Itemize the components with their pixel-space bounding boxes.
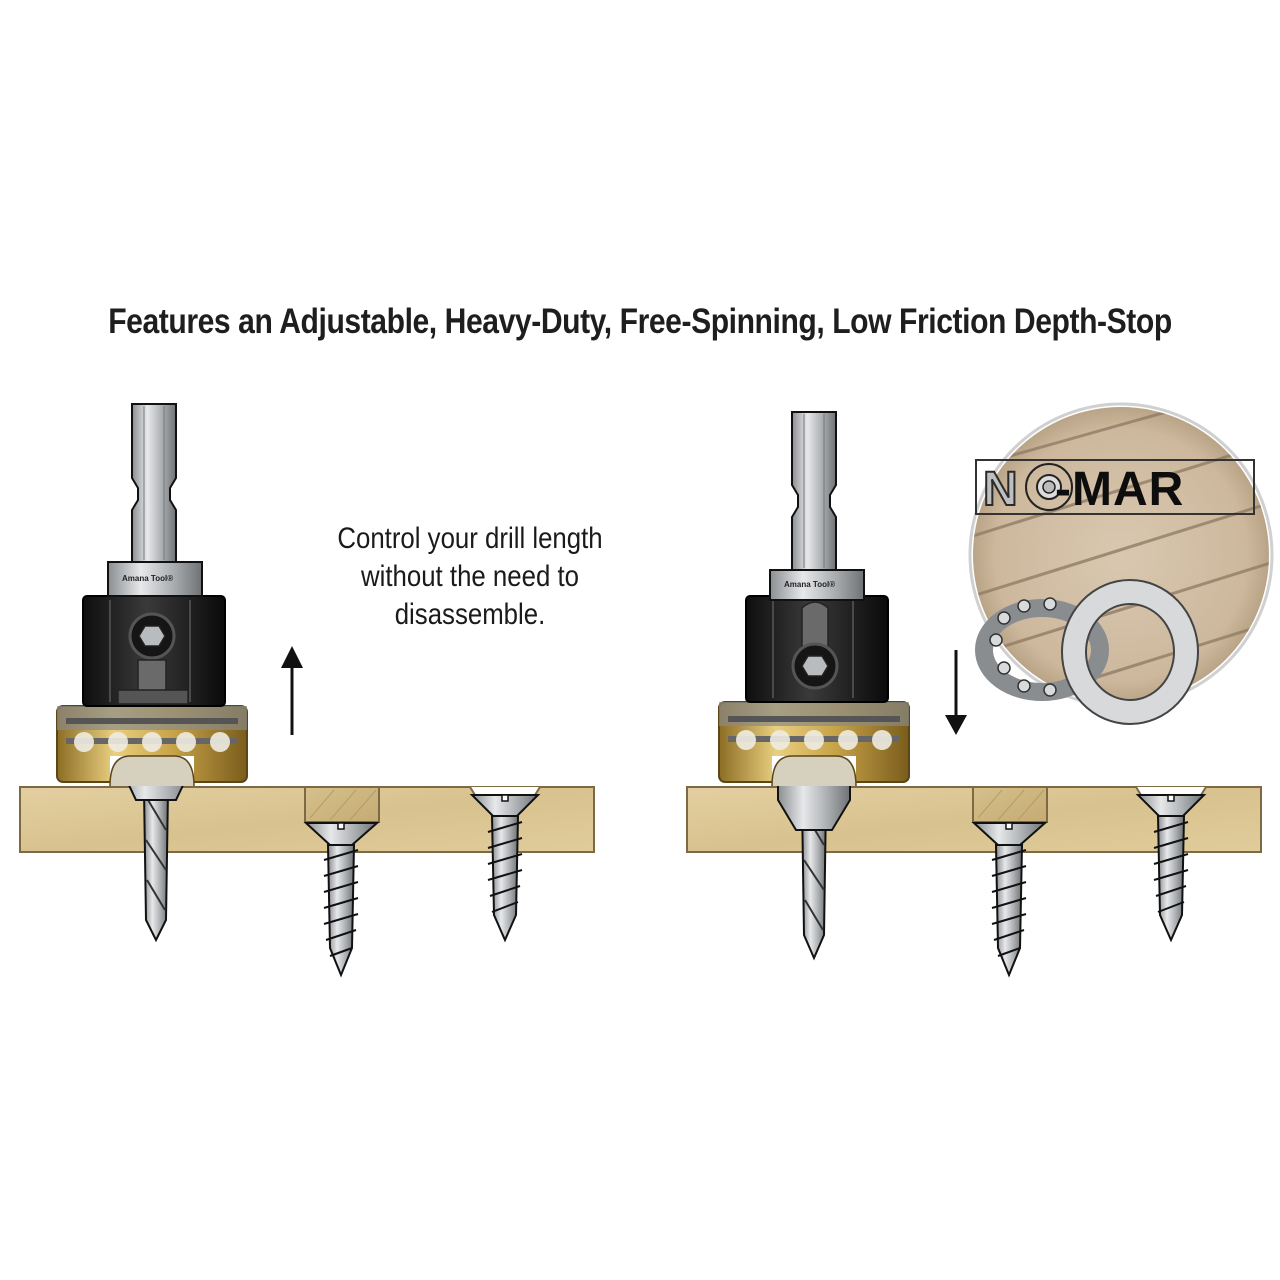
black-collar — [745, 595, 889, 703]
caption-line: disassemble. — [394, 598, 546, 631]
caption: Control your drill length without the ne… — [315, 520, 625, 634]
headline: Features an Adjustable, Heavy-Duty, Free… — [108, 302, 1172, 341]
screw-counterbored — [971, 822, 1048, 978]
arrow-up-icon — [281, 646, 303, 735]
arrow-down-icon — [945, 650, 967, 735]
brand-mark-left: Amana Tool® — [122, 574, 174, 583]
wood-plug — [972, 786, 1048, 823]
wood-plug — [304, 786, 380, 823]
left-panel — [19, 403, 595, 978]
screw-counterbored — [303, 822, 380, 978]
hex-shank — [769, 411, 865, 601]
screw-countersunk — [469, 794, 541, 943]
brand-mark-right: Amana Tool® — [784, 580, 836, 589]
no-mar-logo-prefix: N — [982, 462, 1019, 517]
drill-bit — [777, 761, 851, 961]
no-mar-logo-suffix: -MAR — [1055, 463, 1185, 516]
depth-stop-collar — [718, 701, 910, 787]
caption-line: Control your drill length — [337, 522, 603, 555]
depth-stop-collar — [56, 705, 248, 787]
no-mar-inset — [968, 402, 1274, 725]
right-panel — [686, 402, 1274, 978]
black-collar — [82, 595, 226, 707]
screw-countersunk — [1135, 794, 1207, 943]
hex-shank — [107, 403, 203, 597]
caption-line: without the need to — [360, 560, 580, 593]
